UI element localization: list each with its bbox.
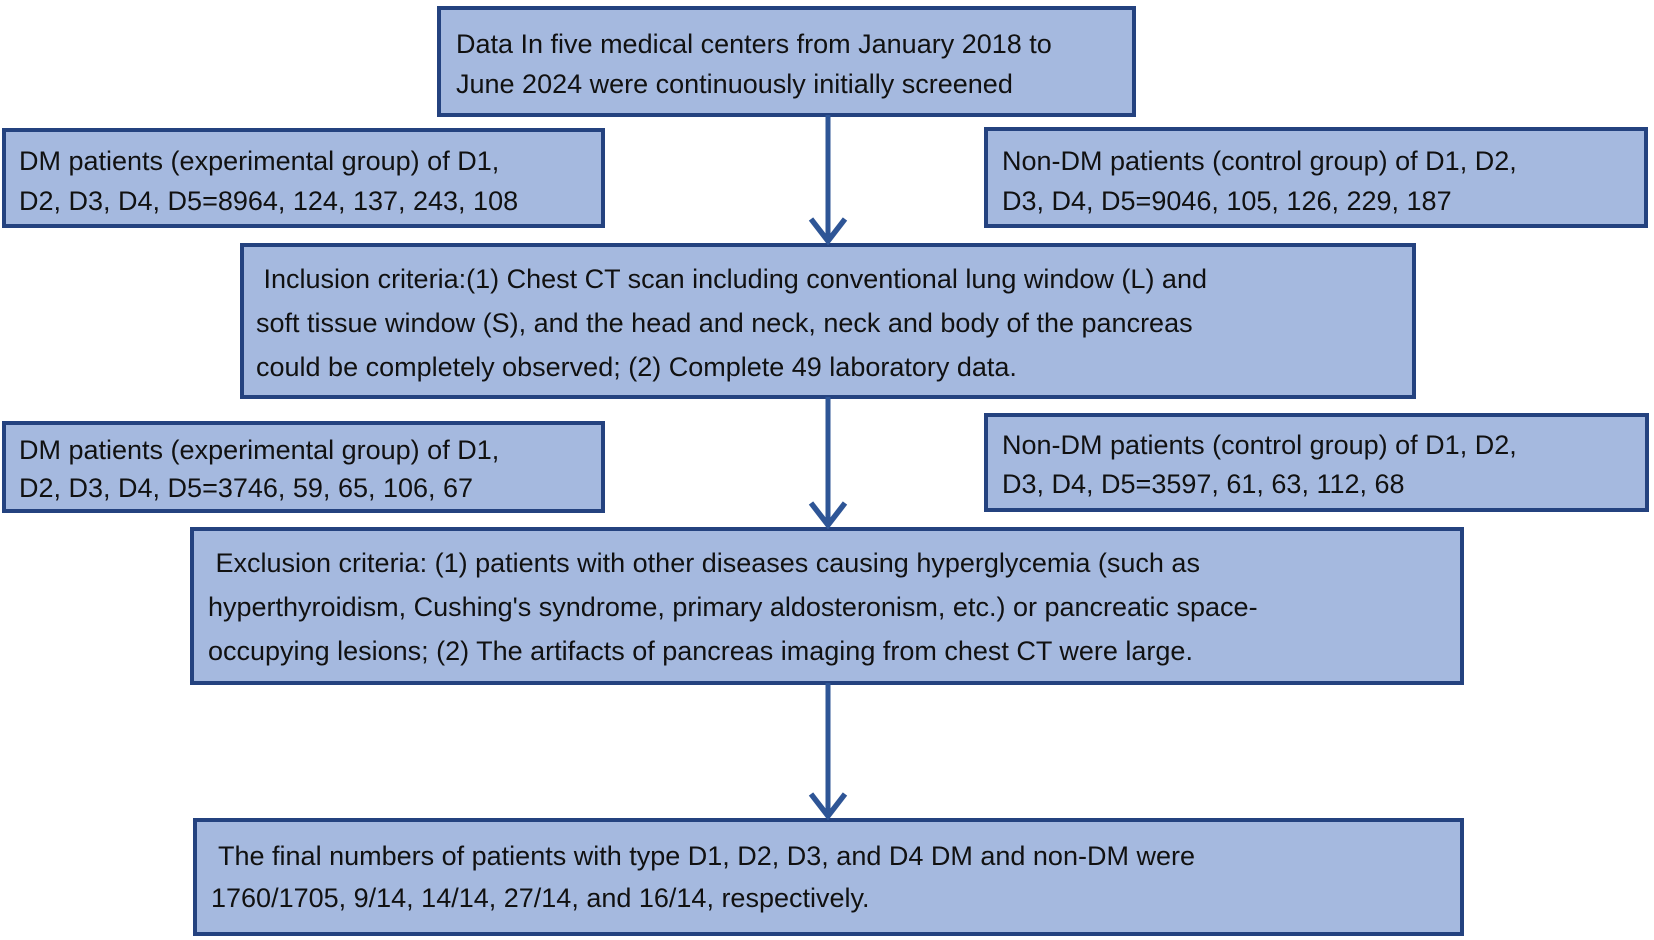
box-text-line: occupying lesions; (2) The artifacts of … (208, 636, 1193, 666)
connector-exclusion-to-final (806, 683, 850, 820)
arrow-down-icon (808, 397, 848, 529)
box-nondm-patients-initial: Non-DM patients (control group) of D1, D… (984, 127, 1648, 228)
box-text-line: D3, D4, D5=9046, 105, 126, 229, 187 (1002, 186, 1452, 216)
box-dm-patients-included: DM patients (experimental group) of D1, … (2, 421, 605, 513)
box-text-line: Inclusion criteria:(1) Chest CT scan inc… (256, 264, 1208, 294)
box-nondm-patients-included: Non-DM patients (control group) of D1, D… (984, 413, 1649, 512)
box-text-line: Data In five medical centers from Januar… (456, 29, 1052, 59)
box-inclusion-criteria: Inclusion criteria:(1) Chest CT scan inc… (240, 243, 1416, 399)
connector-inclusion-to-exclusion (806, 397, 850, 529)
box-text-line: DM patients (experimental group) of D1, (19, 146, 500, 176)
box-exclusion-criteria: Exclusion criteria: (1) patients with ot… (190, 527, 1464, 685)
box-text-line: D2, D3, D4, D5=8964, 124, 137, 243, 108 (19, 186, 519, 216)
box-text-line: June 2024 were continuously initially sc… (456, 69, 1013, 99)
arrow-down-icon (808, 115, 848, 245)
box-text-line: soft tissue window (S), and the head and… (256, 308, 1193, 338)
box-text-line: D3, D4, D5=3597, 61, 63, 112, 68 (1002, 469, 1405, 499)
box-initial-screening: Data In five medical centers from Januar… (437, 6, 1136, 117)
box-text-line: could be completely observed; (2) Comple… (256, 352, 1017, 382)
box-text-line: DM patients (experimental group) of D1, (19, 435, 500, 465)
box-text-line: The final numbers of patients with type … (211, 841, 1195, 871)
box-text-line: Non-DM patients (control group) of D1, D… (1002, 146, 1517, 176)
box-dm-patients-initial: DM patients (experimental group) of D1, … (2, 128, 605, 228)
box-text-line: Non-DM patients (control group) of D1, D… (1002, 430, 1517, 460)
box-text-line: hyperthyroidism, Cushing's syndrome, pri… (208, 592, 1258, 622)
box-final-numbers: The final numbers of patients with type … (193, 818, 1464, 936)
box-text-line: 1760/1705, 9/14, 14/14, 27/14, and 16/14… (211, 883, 870, 913)
box-text-line: D2, D3, D4, D5=3746, 59, 65, 106, 67 (19, 473, 474, 503)
arrow-down-icon (808, 683, 848, 820)
box-text-line: Exclusion criteria: (1) patients with ot… (208, 548, 1200, 578)
connector-screening-to-inclusion (806, 115, 850, 245)
